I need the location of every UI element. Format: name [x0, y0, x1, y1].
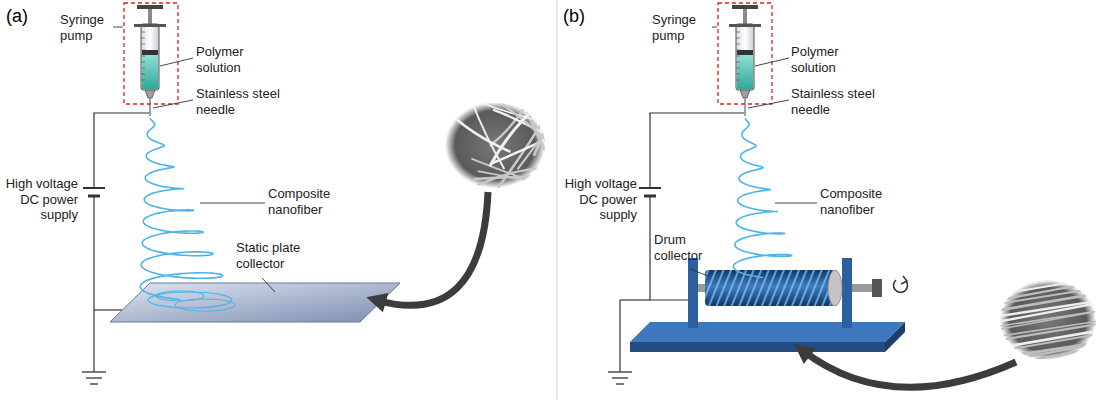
drum-collector — [630, 322, 905, 342]
syringe-pump-box — [718, 3, 772, 104]
part-label: Stainless steel needle — [791, 86, 891, 117]
drum-collector — [842, 258, 852, 328]
plate-collector — [110, 283, 400, 322]
drum-collector — [852, 284, 872, 292]
part-label: Static plate collector — [236, 240, 316, 271]
sem-fiber — [534, 84, 566, 156]
sem-fiber — [415, 150, 466, 215]
nanofiber-jet — [733, 118, 791, 277]
sem-fiber — [995, 300, 1102, 316]
sem-fiber — [465, 82, 504, 169]
panel-label: (a) — [6, 6, 46, 28]
circuit-wire — [619, 300, 620, 372]
callout-arrow — [376, 192, 488, 305]
drum-collector — [872, 279, 882, 297]
drum-collector — [828, 270, 842, 306]
sem-fiber — [995, 281, 1102, 301]
sem-fiber — [428, 88, 510, 151]
leader-line — [748, 100, 789, 108]
leader-line — [775, 203, 817, 204]
sem-fiber — [502, 104, 572, 167]
rotation-symbol — [901, 276, 907, 284]
sem-fiber — [995, 343, 1102, 363]
part-label: Syringe pump — [60, 12, 112, 43]
leader-line — [160, 58, 193, 66]
drum-collector — [688, 258, 698, 328]
syringe — [729, 5, 761, 116]
battery-symbol — [639, 187, 661, 189]
drum-collector — [705, 270, 835, 306]
sem-fiber — [519, 115, 565, 209]
circuit-wire — [650, 113, 745, 188]
leader-line — [262, 278, 275, 292]
battery-symbol — [639, 188, 661, 196]
battery-symbol — [88, 195, 100, 198]
drum-collector — [630, 342, 885, 352]
leader-line — [200, 203, 265, 204]
sem-fiber — [436, 82, 554, 125]
panel-divider — [557, 0, 558, 400]
callout-arrow — [802, 350, 1016, 387]
battery-symbol — [83, 188, 105, 196]
panel-label: (b) — [563, 6, 603, 28]
sem-fiber — [995, 321, 1102, 337]
sem-fiber — [490, 94, 552, 166]
fiber-mat — [148, 291, 235, 311]
sem-fibers — [995, 269, 1102, 373]
circuit-wire — [94, 113, 150, 188]
circuit-wire — [620, 299, 650, 300]
part-label: Syringe pump — [652, 12, 710, 43]
leader-line — [153, 100, 193, 108]
panel-a-illustration — [82, 3, 601, 384]
panel-b-illustration — [608, 3, 1102, 387]
battery-symbol — [83, 187, 105, 189]
leader-line — [755, 58, 789, 66]
part-label: Polymer solution — [791, 44, 857, 75]
syringe — [134, 5, 166, 116]
ground-symbol — [90, 383, 98, 384]
circuit-wire — [94, 309, 122, 310]
sem-fiber — [995, 269, 1102, 285]
sem-fiber — [995, 277, 1102, 295]
ground-symbol — [612, 377, 628, 378]
sem-fiber — [470, 168, 549, 189]
drum-collector — [705, 270, 835, 306]
drum-collector — [698, 284, 706, 292]
syringe-pump-box — [124, 3, 178, 104]
drum-collector — [885, 322, 905, 352]
part-label: Polymer solution — [196, 44, 262, 75]
ground-symbol — [616, 383, 624, 384]
battery-symbol — [644, 195, 656, 198]
leader-line — [712, 27, 717, 28]
nanofiber-jet — [733, 118, 791, 277]
leader-line — [690, 269, 708, 276]
part-label: Composite nanofiber — [268, 186, 344, 217]
ground-symbol — [86, 377, 102, 378]
sem-fibers — [415, 61, 601, 215]
ground-symbol — [608, 371, 632, 372]
leader-line — [113, 27, 123, 28]
sem-fiber — [448, 179, 572, 191]
nanofiber-jet — [140, 118, 222, 299]
part-label: High voltage DC power supply — [561, 176, 637, 223]
ground-symbol — [82, 372, 106, 384]
drum-collector — [630, 258, 905, 352]
part-label: High voltage DC power supply — [2, 176, 78, 223]
ground-symbol — [82, 371, 106, 372]
ground-symbol — [608, 372, 632, 384]
part-label: Composite nanofiber — [820, 186, 898, 217]
part-label: Stainless steel needle — [196, 86, 296, 117]
sem-fiber — [433, 61, 463, 139]
sem-fiber — [995, 330, 1102, 348]
rotation-symbol — [894, 276, 908, 292]
part-label: Drum collector — [654, 232, 714, 263]
nanofiber-jet — [140, 118, 222, 299]
circuit-wire — [93, 196, 94, 372]
